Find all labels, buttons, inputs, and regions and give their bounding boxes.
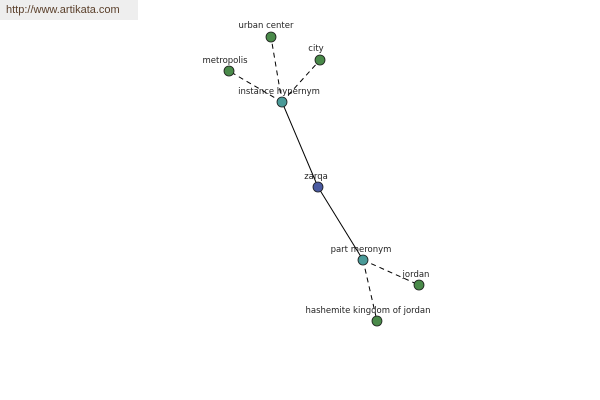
node-circle-jordan[interactable] bbox=[413, 279, 425, 291]
node-metropolis[interactable]: metropolis bbox=[202, 56, 248, 77]
node-label-jordan[interactable]: jordan bbox=[402, 270, 430, 280]
node-label-urban-center[interactable]: urban center bbox=[239, 21, 294, 31]
node-circle-metropolis[interactable] bbox=[223, 65, 235, 77]
node-circle-hashemite-kingdom-of-jordan[interactable] bbox=[371, 315, 383, 327]
node-circle-city[interactable] bbox=[314, 54, 326, 66]
node-jordan[interactable]: jordan bbox=[402, 270, 430, 291]
nodes-layer: zarqa instance hypernym part meronym urban … bbox=[202, 21, 431, 327]
edge-zarqa-to-instance-hypernym bbox=[281, 101, 319, 188]
node-label-zarqa[interactable]: zarqa bbox=[304, 172, 328, 182]
node-urban-center[interactable]: urban center bbox=[239, 21, 294, 43]
node-label-city[interactable]: city bbox=[308, 44, 323, 54]
node-label-part-meronym[interactable]: part meronym bbox=[331, 245, 392, 255]
edge-instance-hypernym-to-urban-center bbox=[270, 36, 283, 103]
edge-part-meronym-to-jordan bbox=[362, 259, 420, 286]
edges-layer bbox=[228, 36, 420, 322]
edge-instance-hypernym-to-city bbox=[281, 59, 321, 103]
edge-instance-hypernym-to-metropolis bbox=[228, 70, 283, 103]
site-url-banner[interactable]: http://www.artikata.com bbox=[0, 0, 138, 20]
edge-part-meronym-to-hashemite-kingdom-of-jordan bbox=[362, 259, 378, 322]
node-circle-instance-hypernym[interactable] bbox=[276, 96, 288, 108]
node-label-instance-hypernym[interactable]: instance hypernym bbox=[238, 87, 320, 97]
node-circle-zarqa[interactable] bbox=[312, 181, 324, 193]
node-circle-part-meronym[interactable] bbox=[357, 254, 369, 266]
node-label-hashemite-kingdom-of-jordan[interactable]: hashemite kingdom of jordan bbox=[306, 306, 431, 316]
node-hashemite-kingdom-of-jordan[interactable]: hashemite kingdom of jordan bbox=[306, 306, 431, 327]
node-zarqa[interactable]: zarqa bbox=[304, 172, 328, 193]
edge-zarqa-to-part-meronym bbox=[317, 186, 364, 261]
node-instance-hypernym[interactable]: instance hypernym bbox=[238, 87, 320, 108]
node-part-meronym[interactable]: part meronym bbox=[331, 245, 392, 266]
node-label-metropolis[interactable]: metropolis bbox=[202, 56, 248, 66]
node-city[interactable]: city bbox=[308, 44, 326, 66]
node-circle-urban-center[interactable] bbox=[265, 31, 277, 43]
